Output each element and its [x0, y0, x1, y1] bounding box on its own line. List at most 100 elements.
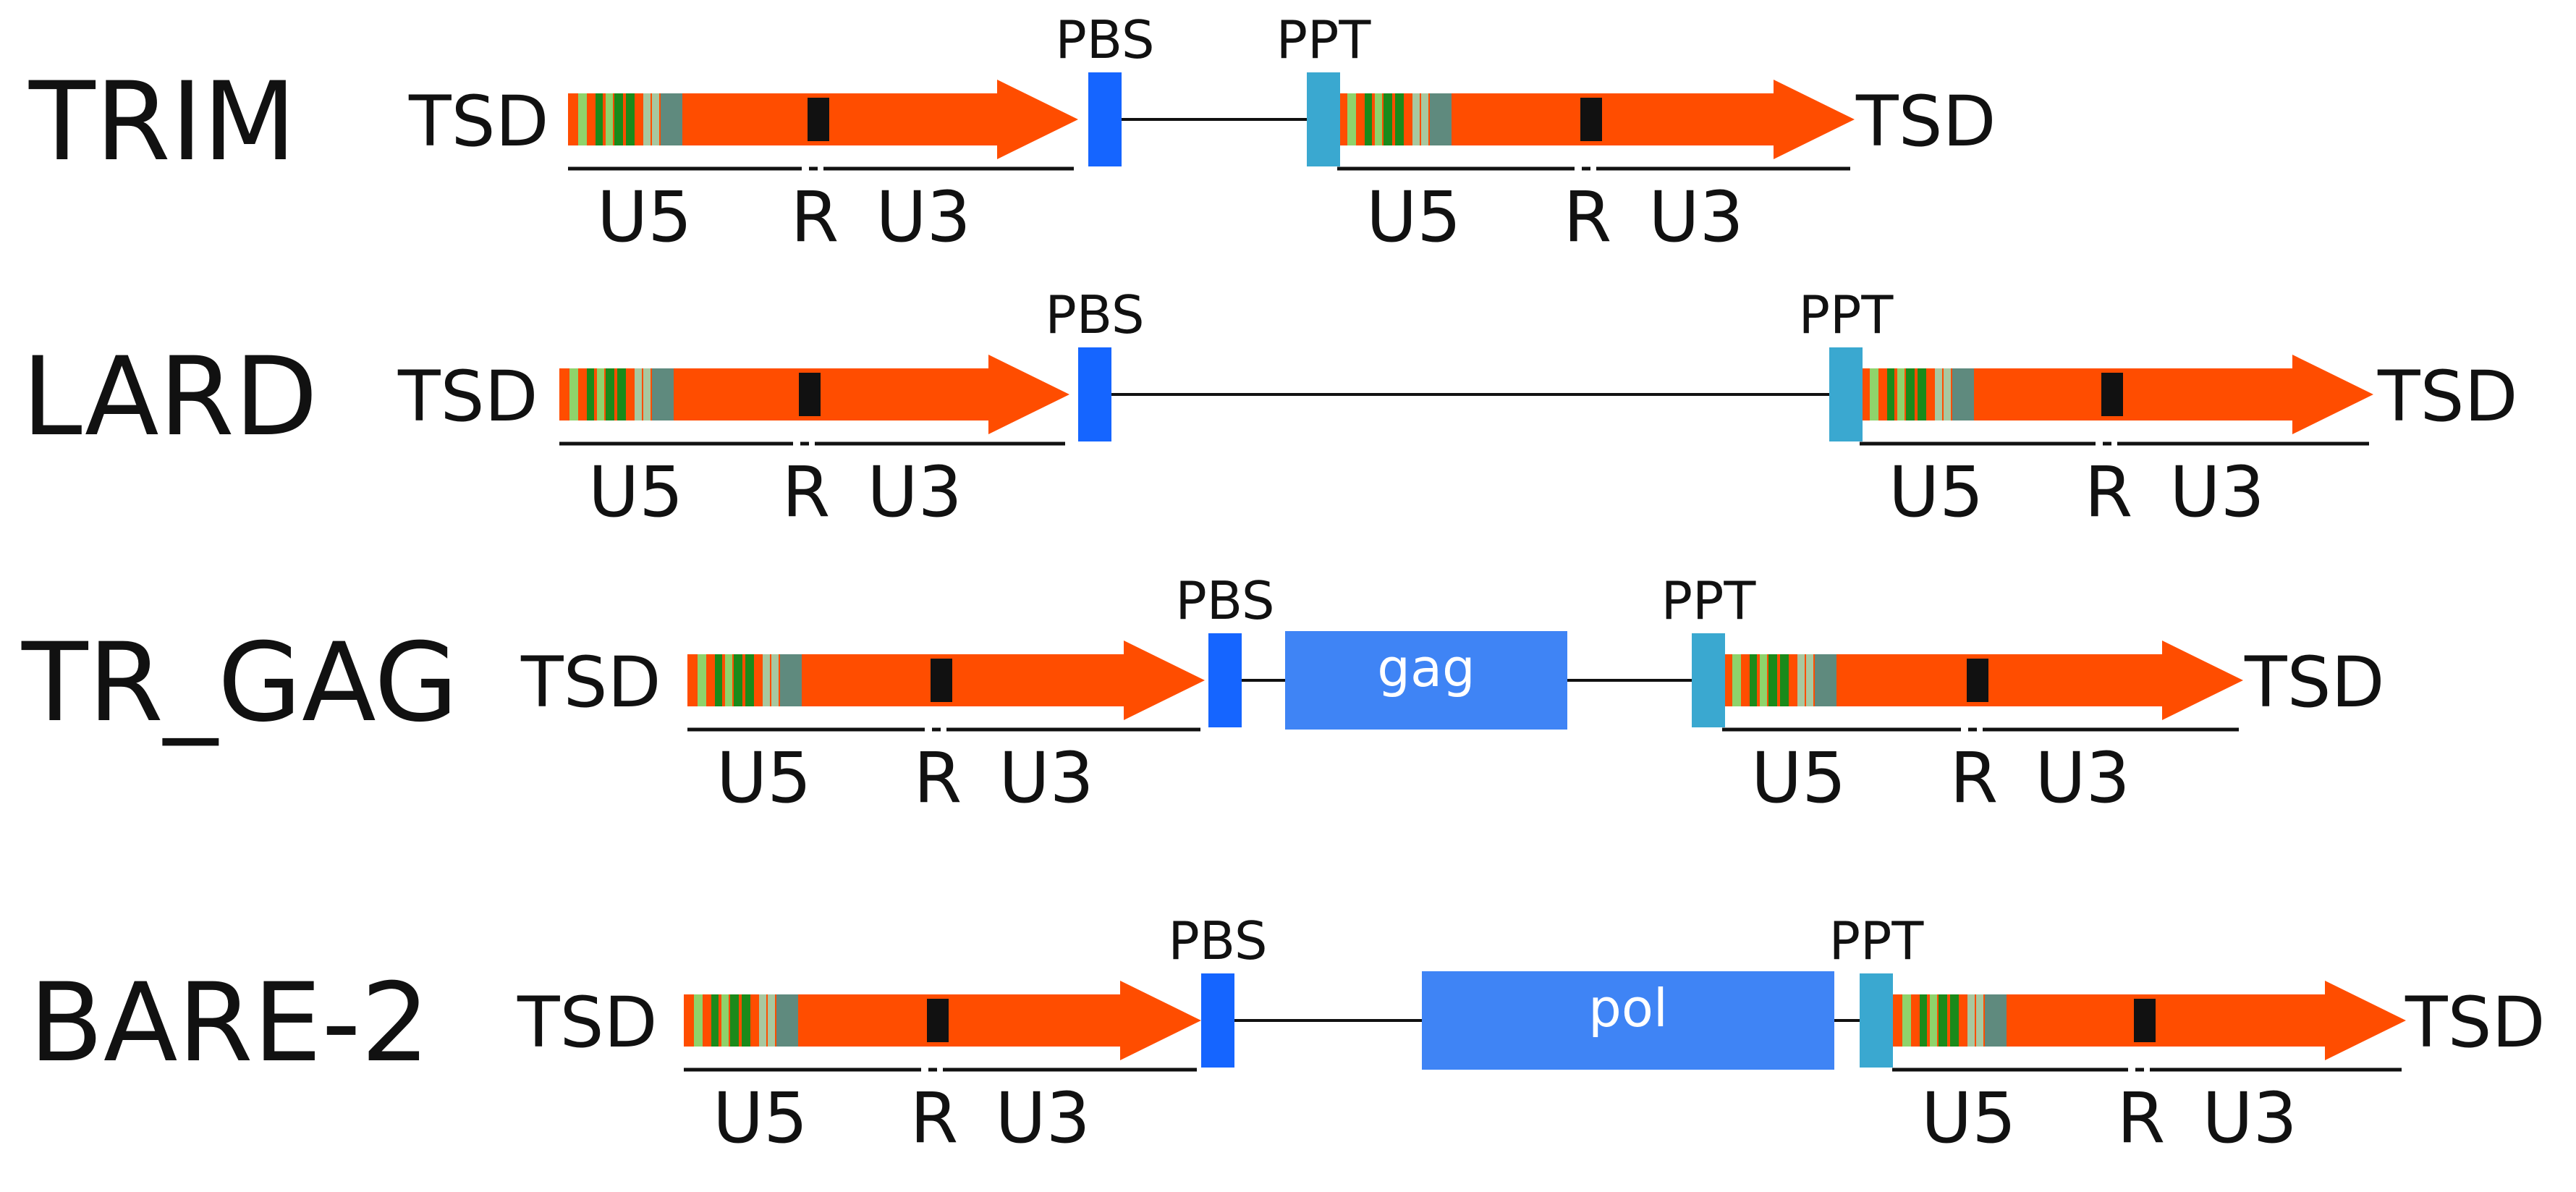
- coding-block-label: pol: [1588, 978, 1668, 1039]
- ltr-stripe: [597, 368, 604, 420]
- element-name: BARE-2: [29, 960, 430, 1086]
- ltr-stripe: [1939, 994, 1947, 1047]
- pbs-box: [1078, 347, 1111, 441]
- ltr-stripe: [1950, 994, 1959, 1047]
- ltr-stripe: [1395, 93, 1404, 145]
- u5-label: U5: [1921, 1078, 2016, 1159]
- ltr-stripe: [578, 93, 587, 145]
- coding-block-rect: [1422, 971, 1834, 1070]
- tsd-right-label: TSD: [2244, 642, 2385, 723]
- pbs-box: [1088, 72, 1122, 166]
- ltr-stripe: [715, 654, 722, 706]
- ltr-stripe: [1906, 368, 1915, 420]
- ltr-stripe: [626, 93, 635, 145]
- coding-block-rect: [1285, 631, 1567, 730]
- ppt-box: [1860, 973, 1893, 1068]
- ltr-stripe: [1780, 654, 1789, 706]
- ltr-arrow-body: [687, 654, 1125, 706]
- ltr-arrow-body: [559, 368, 990, 420]
- ltr-stripe: [652, 368, 674, 420]
- ltr-stripe: [606, 368, 614, 420]
- pbs-label: PBS: [1055, 9, 1154, 70]
- ltr-arrow-body: [568, 93, 999, 145]
- ltr-stripe: [1347, 93, 1356, 145]
- r-marker: [1580, 98, 1602, 141]
- ltr-arrow-head: [2325, 981, 2406, 1060]
- ltr-stripe: [1976, 994, 1983, 1047]
- ltr-stripe: [606, 93, 613, 145]
- ltr-stripe: [1897, 368, 1905, 420]
- ltr-stripe: [1985, 994, 2007, 1047]
- u3-label: U3: [995, 1078, 1090, 1159]
- pbs-label: PBS: [1168, 910, 1267, 971]
- u3-label: U3: [867, 452, 962, 533]
- pol-block: pol: [1422, 971, 1834, 1070]
- ltr-stripe: [763, 654, 770, 706]
- r-label: R: [1564, 177, 1612, 258]
- ltr-stripe: [661, 93, 682, 145]
- u3-label: U3: [999, 737, 1093, 819]
- ltr-arrow-head: [2292, 355, 2373, 434]
- tsd-left-label: TSD: [397, 356, 538, 437]
- ltr-stripe: [1815, 654, 1836, 706]
- ltr-stripe: [1930, 994, 1937, 1047]
- ltr-stripe: [694, 994, 703, 1047]
- ltr-stripe: [1870, 368, 1878, 420]
- ltr-stripe: [780, 654, 802, 706]
- r-label: R: [791, 177, 839, 258]
- r-marker: [808, 98, 829, 141]
- ltr-stripe: [617, 368, 626, 420]
- ltr-arrow-head: [1124, 641, 1205, 720]
- r-label: R: [2085, 452, 2133, 533]
- pbs-box: [1208, 633, 1242, 727]
- ltr-stripe: [711, 994, 719, 1047]
- ppt-box: [1307, 72, 1340, 166]
- u5-label: U5: [588, 452, 683, 533]
- r-marker: [1967, 659, 1988, 702]
- ltr-arrow-head: [1774, 80, 1855, 159]
- pbs-label: PBS: [1045, 284, 1144, 345]
- ltr-stripe: [1768, 654, 1777, 706]
- ltr-stripe: [652, 93, 659, 145]
- ltr-stripe: [698, 654, 706, 706]
- ppt-label: PPT: [1799, 284, 1894, 345]
- u5-label: U5: [713, 1078, 808, 1159]
- r-label: R: [910, 1078, 959, 1159]
- ltr-stripe: [1375, 93, 1382, 145]
- ltr-stripe: [1967, 994, 1975, 1047]
- ltr-stripe: [1384, 93, 1392, 145]
- ltr-stripe: [1944, 368, 1951, 420]
- r-label: R: [782, 452, 831, 533]
- ltr-stripe: [776, 994, 798, 1047]
- u3-label: U3: [2169, 452, 2264, 533]
- ltr-stripe: [1902, 994, 1911, 1047]
- ppt-box: [1829, 347, 1863, 441]
- r-marker: [931, 659, 952, 702]
- ltr-stripe: [759, 994, 766, 1047]
- ppt-box: [1692, 633, 1725, 727]
- element-name: TRIM: [28, 59, 297, 185]
- ltr-stripe: [1797, 654, 1805, 706]
- r-marker: [927, 999, 949, 1042]
- ltr-arrow-head: [1120, 981, 1201, 1060]
- r-marker: [2134, 999, 2156, 1042]
- ltr-arrow-body: [1892, 994, 2326, 1047]
- ltr-stripe: [614, 93, 623, 145]
- ltr-stripe: [569, 368, 578, 420]
- ltr-arrow-body: [1860, 368, 2294, 420]
- ltr-stripe: [1952, 368, 1974, 420]
- ltr-stripe: [1887, 368, 1894, 420]
- gag-block: gag: [1285, 631, 1567, 730]
- ltr-stripe: [1920, 994, 1927, 1047]
- r-label: R: [1950, 737, 1999, 819]
- ltr-stripe: [643, 368, 651, 420]
- ltr-stripe: [587, 368, 594, 420]
- ltr-stripe: [1750, 654, 1757, 706]
- ltr-arrow-head: [997, 80, 1078, 159]
- ltr-stripe: [742, 994, 750, 1047]
- tsd-right-label: TSD: [2405, 982, 2546, 1063]
- tsd-right-label: TSD: [2377, 356, 2518, 437]
- ltr-stripe: [1918, 368, 1926, 420]
